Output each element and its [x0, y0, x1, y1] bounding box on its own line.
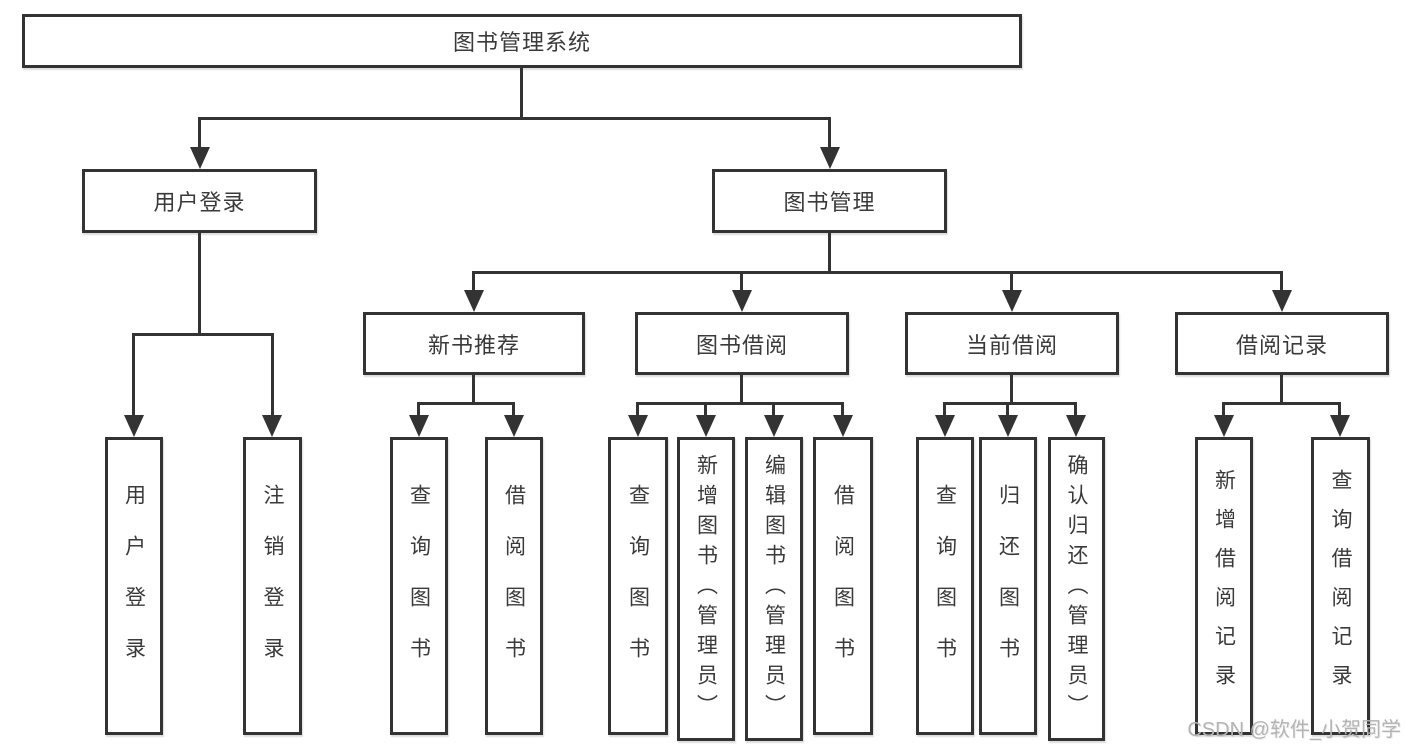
node-current-borrow-label: 当前借阅	[965, 332, 1058, 358]
node-bb-borrow-label: 借阅图书	[831, 484, 855, 688]
arrow-down-icon	[820, 147, 840, 169]
connector-line	[1280, 375, 1283, 404]
arrow-down-icon	[732, 290, 752, 312]
connector-line	[636, 402, 639, 417]
connector-line	[1222, 402, 1341, 405]
connector-line	[1010, 271, 1013, 293]
node-br-query: 查询借阅记录	[1311, 437, 1370, 735]
node-nb-query-label: 查询图书	[407, 484, 431, 688]
node-borrow-records: 借阅记录	[1175, 312, 1389, 375]
connector-line	[198, 117, 201, 149]
node-nb-borrow: 借阅图书	[485, 437, 543, 735]
connector-line	[828, 117, 831, 149]
connector-line	[417, 402, 515, 405]
node-new-books: 新书推荐	[363, 312, 585, 375]
node-cb-confirm: 确认归还（管理员）	[1048, 437, 1105, 741]
connector-line	[636, 402, 844, 405]
node-logout: 注销登录	[243, 437, 302, 735]
node-nb-borrow-label: 借阅图书	[502, 484, 526, 688]
connector-line	[520, 68, 523, 119]
connector-line	[1338, 402, 1341, 417]
connector-line	[198, 117, 831, 120]
node-cb-query: 查询图书	[916, 437, 974, 735]
connector-line	[512, 402, 515, 417]
connector-line	[828, 233, 831, 273]
arrow-down-icon	[409, 415, 429, 437]
node-new-books-label: 新书推荐	[427, 332, 520, 358]
connector-line	[943, 402, 946, 417]
arrow-down-icon	[998, 415, 1018, 437]
connector-line	[1006, 402, 1009, 417]
connector-line	[417, 402, 420, 417]
connector-line	[704, 402, 707, 417]
connector-line	[1280, 271, 1283, 293]
arrow-down-icon	[1214, 415, 1234, 437]
connector-line	[772, 402, 775, 417]
arrow-down-icon	[504, 415, 524, 437]
node-bb-edit: 编辑图书（管理员）	[745, 437, 803, 741]
node-root-label: 图书管理系统	[452, 30, 591, 55]
connector-line	[132, 333, 135, 417]
node-book-borrow: 图书借阅	[635, 312, 849, 375]
arrow-down-icon	[833, 415, 853, 437]
connector-line	[198, 233, 201, 335]
node-br-add-label: 新增借阅记录	[1212, 469, 1236, 703]
arrow-down-icon	[1002, 290, 1022, 312]
arrow-down-icon	[696, 415, 716, 437]
connector-line	[271, 333, 274, 417]
node-bb-query-label: 查询图书	[626, 484, 650, 688]
arrow-down-icon	[764, 415, 784, 437]
connector-line	[740, 271, 743, 293]
arrow-down-icon	[262, 415, 282, 437]
node-login-user-label: 用户登录	[122, 484, 146, 688]
node-nb-query: 查询图书	[390, 437, 448, 735]
arrow-down-icon	[1330, 415, 1350, 437]
arrow-down-icon	[1272, 290, 1292, 312]
node-cb-confirm-label: 确认归还（管理员）	[1065, 454, 1088, 724]
node-bb-add: 新增图书（管理员）	[677, 437, 735, 741]
arrow-down-icon	[124, 415, 144, 437]
connector-line	[472, 375, 475, 404]
node-bb-edit-label: 编辑图书（管理员）	[762, 454, 786, 724]
node-bb-add-label: 新增图书（管理员）	[694, 454, 718, 724]
connector-line	[943, 402, 1077, 405]
node-book-mgmt: 图书管理	[712, 169, 947, 233]
node-logout-label: 注销登录	[261, 484, 284, 688]
node-borrow-records-label: 借阅记录	[1235, 332, 1328, 358]
connector-line	[1222, 402, 1225, 417]
connector-line	[1074, 402, 1077, 417]
arrow-down-icon	[628, 415, 648, 437]
node-user-login-label: 用户登录	[153, 190, 246, 215]
connector-line	[841, 402, 844, 417]
node-bb-borrow: 借阅图书	[813, 437, 873, 735]
node-cb-return-label: 归还图书	[996, 484, 1020, 688]
connector-line	[740, 375, 743, 404]
arrow-down-icon	[190, 147, 210, 169]
arrow-down-icon	[1066, 415, 1086, 437]
node-cb-return: 归还图书	[979, 437, 1037, 735]
node-book-mgmt-label: 图书管理	[783, 190, 876, 215]
connector-line	[472, 271, 1283, 274]
node-root: 图书管理系统	[22, 14, 1022, 68]
watermark: CSDN @软件_小贺同学	[1187, 719, 1401, 741]
node-cb-query-label: 查询图书	[933, 484, 957, 688]
arrow-down-icon	[464, 290, 484, 312]
node-login-user: 用户登录	[105, 437, 163, 735]
node-user-login: 用户登录	[82, 169, 317, 233]
node-br-query-label: 查询借阅记录	[1329, 469, 1352, 703]
node-book-borrow-label: 图书借阅	[695, 332, 788, 358]
connector-line	[1010, 375, 1013, 404]
node-br-add: 新增借阅记录	[1195, 437, 1253, 735]
connector-line	[472, 271, 475, 293]
node-current-borrow: 当前借阅	[905, 312, 1119, 375]
arrow-down-icon	[935, 415, 955, 437]
connector-line	[132, 333, 274, 336]
node-bb-query: 查询图书	[608, 437, 668, 735]
